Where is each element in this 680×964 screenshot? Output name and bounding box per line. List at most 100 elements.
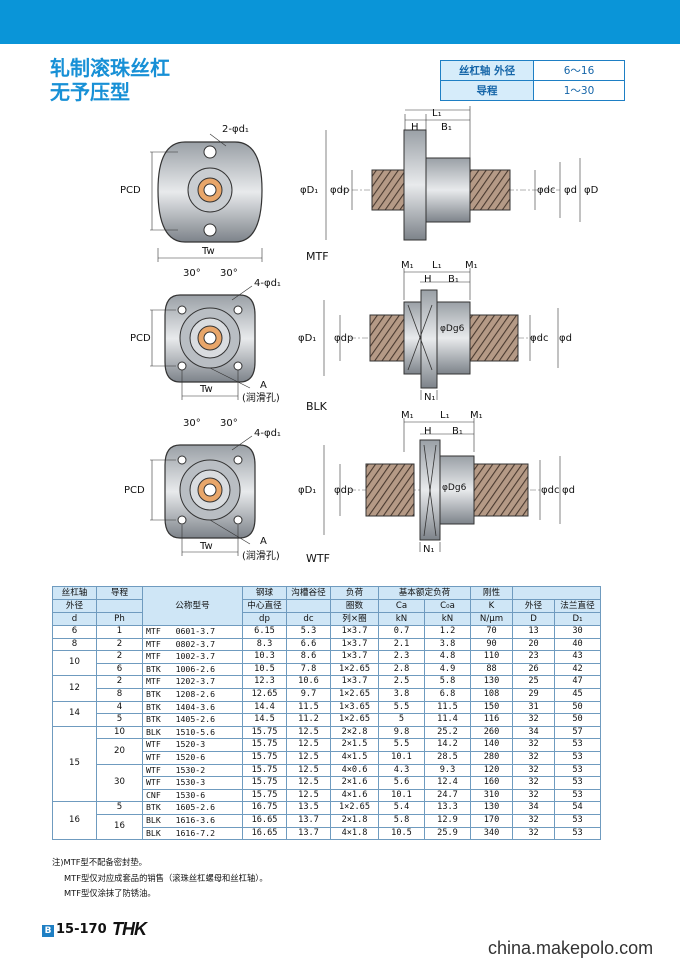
cell-turns: 1×3.7 [330, 650, 379, 664]
cell-turns: 2×1.8 [330, 813, 379, 828]
label-m1-2b: M₁ [470, 410, 483, 421]
cell-d1: 53 [554, 826, 601, 841]
cell-lead: 10 [96, 725, 143, 740]
cell-c0a: 12.9 [424, 813, 471, 828]
cell-turns: 2×1.5 [330, 738, 379, 752]
cell-model: WTF 1520-3 [142, 738, 243, 752]
cell-dc: 12.5 [286, 738, 331, 752]
cell-model: BTK 1605-2.6 [142, 801, 243, 815]
cell-shaft-od: 12 [52, 675, 97, 702]
cell-model: CNF 1530-6 [142, 788, 243, 803]
cell-dc: 12.5 [286, 776, 331, 790]
cell-k: 260 [470, 725, 513, 740]
label-d-3: φd [562, 485, 575, 496]
header-rigidity-3: N/μm [470, 612, 513, 626]
section-badge: B [42, 925, 54, 937]
header-lead-1: 导程 [96, 586, 143, 600]
label-D1-1: φD₁ [300, 185, 318, 196]
header-c0a: C₀a [424, 599, 471, 613]
cell-dc: 9.7 [286, 687, 331, 702]
cell-dp: 16.65 [242, 826, 287, 841]
label-d-1: φd [564, 185, 577, 196]
cell-lead: 4 [96, 700, 143, 715]
cell-ca: 5.6 [378, 776, 425, 790]
cell-turns: 1×2.65 [330, 801, 379, 815]
cell-turns: 1×3.7 [330, 637, 379, 652]
cell-dc: 7.8 [286, 662, 331, 677]
label-h-3: H [424, 426, 432, 437]
cell-dc: 13.5 [286, 801, 331, 815]
cell-dp: 8.3 [242, 637, 287, 652]
cell-ca: 10.5 [378, 826, 425, 841]
label-two-d1: 2-φd₁ [222, 124, 249, 135]
label-tw-3: Tw [199, 541, 213, 552]
spec-key-shaft-od: 丝杠轴 外径 [440, 60, 534, 81]
label-D-1: φD [584, 185, 599, 196]
cell-dc: 12.5 [286, 725, 331, 740]
cell-dp: 16.75 [242, 801, 287, 815]
header-blank [512, 586, 601, 600]
cell-dp: 15.75 [242, 725, 287, 740]
cell-dp: 6.15 [242, 625, 287, 639]
header-lead-3: Ph [96, 612, 143, 626]
mtf-side-view [325, 106, 581, 241]
header-ca-unit: kN [378, 612, 425, 626]
cell-dc: 13.7 [286, 813, 331, 828]
cell-d: 25 [512, 675, 555, 689]
cell-ca: 5.5 [378, 738, 425, 752]
cell-turns: 4×1.6 [330, 788, 379, 803]
label-m1-2a: M₁ [401, 410, 414, 421]
label-dp-1: φdp [330, 185, 349, 196]
cell-k: 280 [470, 750, 513, 765]
cell-d: 20 [512, 637, 555, 652]
cell-d: 32 [512, 763, 555, 778]
cell-dp: 10.3 [242, 650, 287, 664]
cell-c0a: 3.8 [424, 637, 471, 652]
cell-shaft-od: 15 [52, 725, 97, 803]
blk-side-view [323, 268, 559, 400]
cell-c0a: 1.2 [424, 625, 471, 639]
header-outer-d-sym: D [512, 612, 555, 626]
cell-c0a: 24.7 [424, 788, 471, 803]
spec-data-table: 丝杠轴 导程 公称型号 钢球 沟槽谷径 负荷 基本额定负荷 刚性 外径 中心直径… [52, 586, 601, 841]
cell-d: 32 [512, 738, 555, 752]
cell-model: MTF 1002-3.7 [142, 650, 243, 664]
label-l1-1: L₁ [432, 108, 442, 119]
cell-c0a: 12.4 [424, 776, 471, 790]
model-label-mtf: MTF [306, 250, 329, 263]
cell-dp: 14.4 [242, 700, 287, 715]
header-rigidity-2: K [470, 599, 513, 613]
cell-dc: 12.5 [286, 788, 331, 803]
cell-ca: 2.5 [378, 675, 425, 689]
cell-k: 150 [470, 700, 513, 715]
cell-dp: 15.75 [242, 763, 287, 778]
label-angle-2b: 30° [220, 268, 238, 279]
cell-shaft-od: 6 [52, 625, 97, 639]
cell-k: 130 [470, 675, 513, 689]
label-a-2: A [260, 536, 267, 547]
header-load-3: 列×圈 [330, 612, 379, 626]
blk-front-view [150, 285, 256, 400]
cell-model: MTF 1202-3.7 [142, 675, 243, 689]
cell-k: 116 [470, 713, 513, 727]
cell-d: 34 [512, 725, 555, 740]
cell-c0a: 11.5 [424, 700, 471, 715]
header-ball-center-2: 中心直径 [242, 599, 287, 613]
header-load-2: 圈数 [330, 599, 379, 613]
label-h-1: H [411, 122, 419, 133]
header-ca: Ca [378, 599, 425, 613]
cell-k: 88 [470, 662, 513, 677]
label-lube-1: (润滑孔) [242, 391, 280, 404]
cell-d: 32 [512, 750, 555, 765]
cell-c0a: 25.2 [424, 725, 471, 740]
title-line-1: 轧制滚珠丝杠 [50, 56, 170, 80]
label-D1-3: φD₁ [298, 485, 316, 496]
cell-d1: 53 [554, 776, 601, 790]
